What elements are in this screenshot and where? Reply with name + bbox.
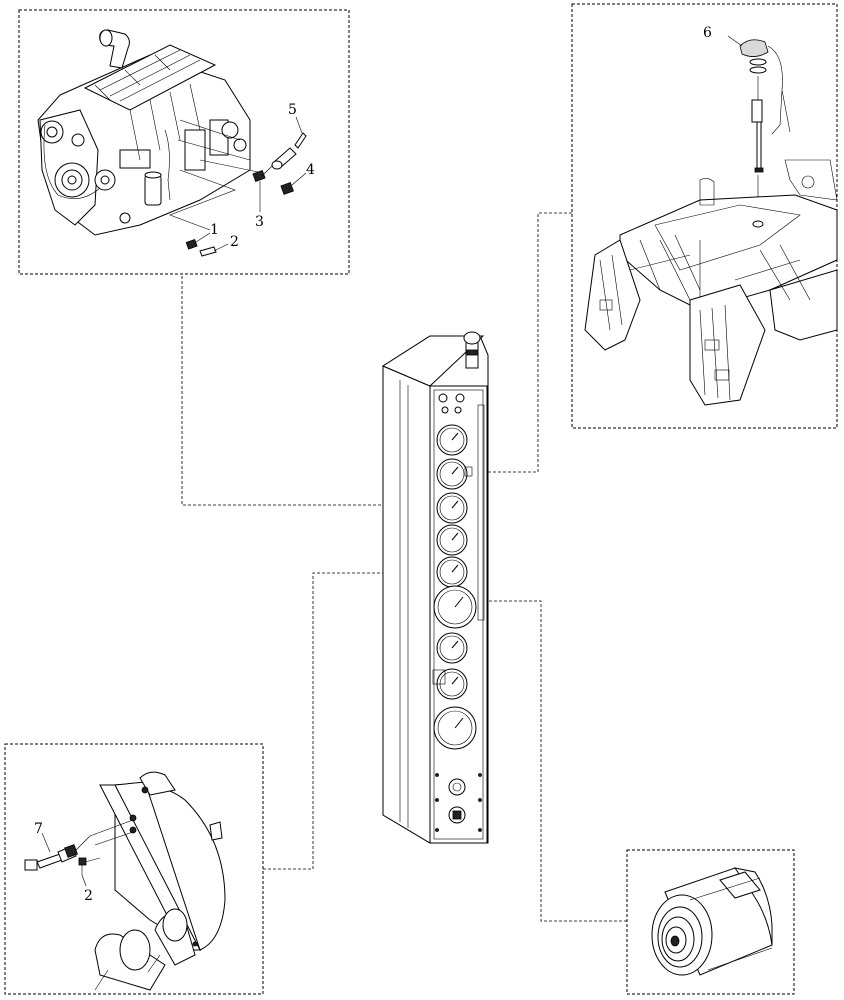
- callout-3: 3: [255, 214, 264, 230]
- engine-detail-frame: [18, 9, 350, 275]
- callout-5: 5: [288, 102, 297, 118]
- callout-1: 1: [210, 222, 219, 238]
- engine-leader-line: [181, 276, 430, 506]
- engine-illustration: [37, 29, 259, 236]
- callout-4: 4: [306, 162, 315, 178]
- callout-2-lower: 2: [84, 888, 93, 904]
- frame-leader-line: [466, 212, 572, 473]
- frame-illustration: 6: [584, 25, 838, 406]
- callout-2: 2: [230, 234, 239, 250]
- callout-6: 6: [703, 25, 712, 41]
- sensor-leader-line: [263, 572, 436, 870]
- sender-parts: [185, 132, 307, 257]
- sensor-housing-illustration: 7 2: [24, 771, 226, 991]
- alternator-leader-line: [484, 600, 627, 922]
- alternator-detail-frame: [626, 849, 795, 995]
- callout-7: 7: [34, 821, 43, 837]
- engine-callouts: 1 2 3 4 5: [195, 102, 315, 252]
- instrument-panel: [381, 331, 489, 844]
- alternator-illustration: [651, 867, 773, 976]
